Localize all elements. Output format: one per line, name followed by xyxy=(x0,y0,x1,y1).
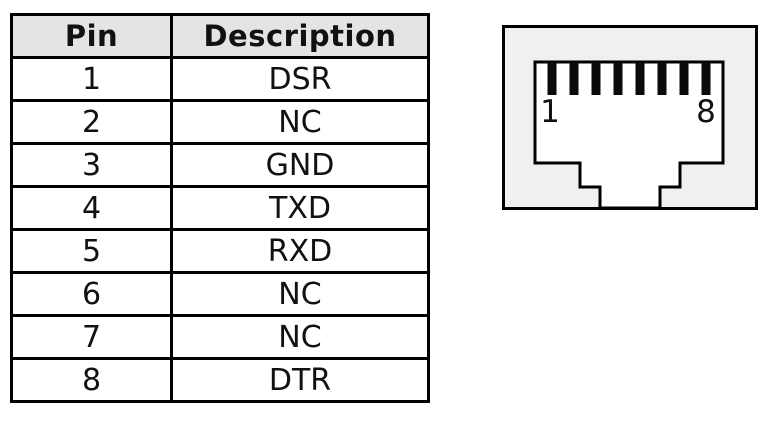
pin-number-cell: 4 xyxy=(10,185,173,231)
connector-pin xyxy=(657,62,667,95)
connector-pin xyxy=(701,62,711,95)
pin-number-cell: 3 xyxy=(10,142,173,188)
pin-number-cell: 1 xyxy=(10,56,173,102)
pin-description-cell: NC xyxy=(170,314,430,360)
connector-pin xyxy=(569,62,579,95)
connector-pin xyxy=(635,62,645,95)
pin-number-cell: 5 xyxy=(10,228,173,274)
pin8-label: 8 xyxy=(696,94,716,130)
connector-opening xyxy=(533,60,725,210)
pin-number-cell: 6 xyxy=(10,271,173,317)
pin-description-cell: DTR xyxy=(170,357,430,403)
pin-description-cell: NC xyxy=(170,271,430,317)
pin-description-cell: NC xyxy=(170,99,430,145)
connector-pins xyxy=(547,62,711,95)
pin-description-cell: GND xyxy=(170,142,430,188)
pin-description-cell: RXD xyxy=(170,228,430,274)
description-column-header: Description xyxy=(170,13,430,59)
pin-number-cell: 2 xyxy=(10,99,173,145)
pin-description-cell: TXD xyxy=(170,185,430,231)
pin-number-cell: 7 xyxy=(10,314,173,360)
connector-pin xyxy=(591,62,601,95)
pin-description-cell: DSR xyxy=(170,56,430,102)
rj45-connector-diagram: 1 8 xyxy=(502,25,758,210)
connector-pin xyxy=(679,62,689,95)
connector-pin xyxy=(613,62,623,95)
pin1-label: 1 xyxy=(540,94,560,130)
table-header-row: Pin Description xyxy=(10,13,430,59)
pin-number-cell: 8 xyxy=(10,357,173,403)
pin-column-header: Pin xyxy=(10,13,173,59)
connector-pin xyxy=(547,62,557,95)
